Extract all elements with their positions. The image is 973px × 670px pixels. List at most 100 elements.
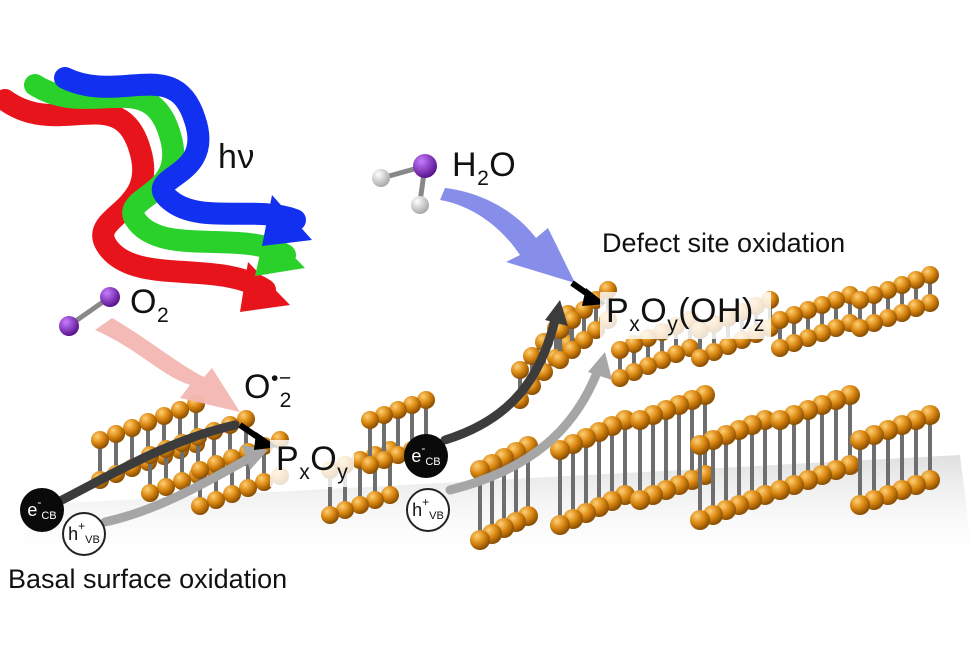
phosphorus-atom <box>770 480 790 500</box>
light-wave-blue-head <box>262 195 312 246</box>
phosphorus-atom <box>551 351 569 369</box>
defect-product-o: O <box>640 292 668 330</box>
hole-badge-basal: h+VB <box>62 512 106 556</box>
phosphorus-atom <box>470 530 490 550</box>
hole-badge-defect: h+VB <box>406 488 450 532</box>
phosphorus-atom <box>223 485 241 503</box>
water-label-sub: 2 <box>477 167 490 191</box>
phosphorus-atom <box>381 486 399 504</box>
phosphorus-atom <box>690 510 710 530</box>
phosphorus-atom <box>336 501 354 519</box>
phosphorus-atom <box>255 473 273 491</box>
phosphorus-atom <box>785 306 803 324</box>
phosphorus-atom <box>625 363 643 381</box>
hole-sup: + <box>422 495 430 509</box>
electron-symbol: e <box>27 499 38 520</box>
phosphorus-atom <box>907 299 925 317</box>
phosphorus-atom <box>691 349 709 367</box>
phosphorus-atom <box>361 456 379 474</box>
electron-path-defect-head <box>545 300 568 326</box>
phosphorus-atom <box>417 391 435 409</box>
phosphorus-atom <box>865 314 883 332</box>
phosphorus-atom <box>173 472 191 490</box>
defect-site-title: Defect site oxidation <box>602 228 846 258</box>
phosphorus-atom <box>771 339 789 357</box>
basal-product-x: x <box>299 461 311 485</box>
phosphorus-atom <box>351 496 369 514</box>
electron-symbol: e <box>411 445 422 466</box>
phosphorus-atom <box>321 506 339 524</box>
water-hydrogen-atom <box>411 196 429 214</box>
phosphorus-atom <box>139 413 157 431</box>
hole-sup: + <box>78 519 86 533</box>
phosphorus-atom <box>575 301 593 319</box>
light-waves <box>0 67 312 312</box>
phosphorus-atom <box>771 311 789 329</box>
oxygen-arrow <box>95 318 240 412</box>
electron-path-defect <box>440 315 560 445</box>
phosphorus-atom <box>827 291 845 309</box>
phosphorus-atom <box>191 461 209 479</box>
phosphorus-atom <box>157 478 175 496</box>
phosphorus-atom <box>511 361 529 379</box>
phosphorus-atom <box>921 294 939 312</box>
phosphorus-atom <box>893 304 911 322</box>
phosphorus-atom <box>207 491 225 509</box>
phosphorus-atom <box>630 410 650 430</box>
phosphorus-atom <box>563 341 581 359</box>
oxygen-atom <box>59 316 79 336</box>
electron-sub: CB <box>425 456 441 468</box>
water-oxygen-atom <box>413 154 437 178</box>
phosphorus-atom <box>690 435 710 455</box>
basal-product-p: P <box>276 440 300 478</box>
defect-product-y: y <box>667 313 679 337</box>
defect-product-z: z <box>753 313 765 337</box>
phosphorus-atom <box>389 401 407 419</box>
phosphorus-atom <box>770 410 790 430</box>
basal-product-y: y <box>337 461 349 485</box>
basal-surface-title: Basal surface oxidation <box>8 564 288 594</box>
phosphorus-atom <box>375 406 393 424</box>
phosphorus-atom <box>107 425 125 443</box>
water-label: H2O <box>452 146 517 190</box>
phosphorus-atom <box>907 271 925 289</box>
light-wave-red-head <box>240 262 290 312</box>
electron-sup: - <box>37 495 42 509</box>
phosphorus-atom <box>625 335 643 353</box>
electron-path-basal <box>57 420 240 505</box>
phosphorus-atom <box>827 319 845 337</box>
phosphorus-atom <box>171 401 189 419</box>
oxygen-molecule <box>59 287 120 336</box>
phosphorus-atom <box>813 324 831 342</box>
oxygen-atom <box>100 287 120 307</box>
basal-product-label: PxOy <box>270 440 355 487</box>
water-hydrogen-atom <box>372 169 390 187</box>
phosphorus-atom <box>719 337 737 355</box>
phosphorus-atom <box>850 495 870 515</box>
phosphorus-atom <box>611 369 629 387</box>
phosphorus-atom <box>799 301 817 319</box>
phosphorus-atom <box>123 419 141 437</box>
phosphorus-atom <box>865 286 883 304</box>
oxygen-label-sub: 2 <box>156 304 170 328</box>
electron-badge-defect: e-CB <box>404 434 448 478</box>
water-label-rest: O <box>489 146 517 184</box>
hole-symbol: h <box>412 499 423 520</box>
phosphorus-atom <box>639 357 657 375</box>
electron-sub: CB <box>41 510 57 522</box>
defect-product-rest: (OH) <box>678 292 754 330</box>
phosphorus-atom <box>403 396 421 414</box>
defect-product-label: PxOy(OH)z <box>600 292 771 339</box>
basal-product-o: O <box>310 440 338 478</box>
phosphorus-atom <box>207 455 225 473</box>
phosphorus-atom <box>850 430 870 450</box>
phosphorus-atom <box>91 431 109 449</box>
phosphorus-atom <box>630 490 650 510</box>
defect-product-p: P <box>606 292 630 330</box>
phosphorus-atom <box>879 281 897 299</box>
hole-path-basal <box>100 450 260 527</box>
surface-shadow <box>20 455 973 570</box>
water-arrow <box>440 188 575 283</box>
